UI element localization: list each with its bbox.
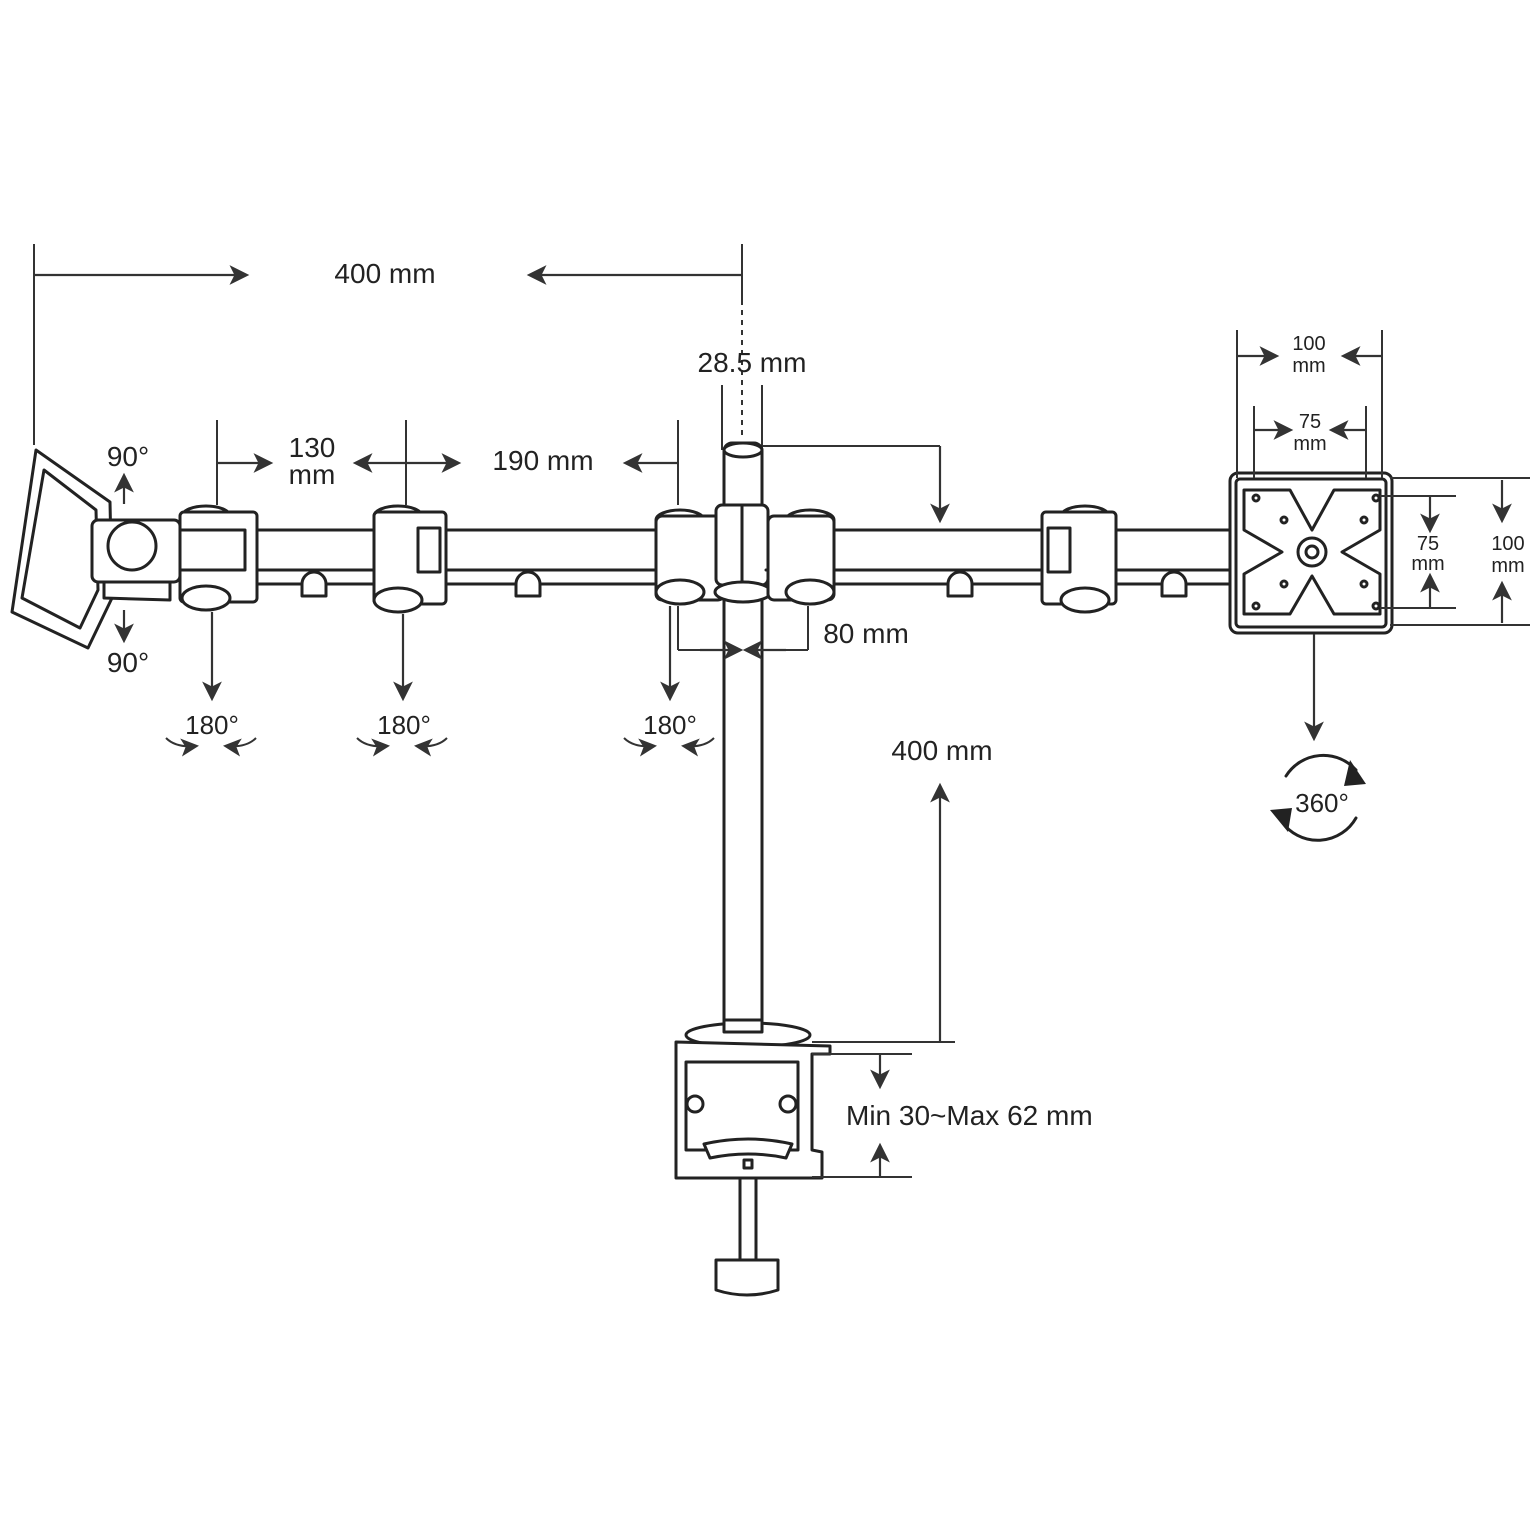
dim-arm-reach: 400 mm (33, 244, 743, 445)
swivel-2: 180° (356, 614, 448, 757)
dim-pole-height: 400 mm (812, 735, 993, 1043)
label-segment-1a: 130 (289, 432, 336, 463)
label-segment-2: 190 mm (492, 445, 593, 476)
dim-clamp-range: Min 30~Max 62 mm (812, 1053, 1093, 1178)
dim-vesa-horizontal: 100 mm 75 mm (1236, 330, 1383, 478)
label-segment-1b: mm (289, 459, 336, 490)
dim-pole-diameter: 28.5 mm (698, 300, 950, 524)
label-swivel-2: 180° (377, 710, 431, 740)
label-vesa-100-h-b: mm (1292, 355, 1325, 377)
left-vesa-plate (10, 448, 182, 650)
label-rotation: 360° (1295, 788, 1349, 818)
right-arm (764, 504, 1234, 614)
label-vesa-75-v-a: 75 (1417, 533, 1439, 555)
label-vesa-75-h-b: mm (1293, 433, 1326, 455)
label-base-width: 80 mm (823, 618, 909, 649)
label-vesa-100-v-a: 100 (1491, 533, 1524, 555)
label-pole-height: 400 mm (891, 735, 992, 766)
right-vesa-plate (1228, 471, 1394, 635)
rotation-indicator: 360° (1270, 634, 1366, 842)
swivel-3: 180° (623, 606, 715, 757)
label-arm-reach: 400 mm (334, 258, 435, 289)
label-vesa-100-h-a: 100 (1292, 333, 1325, 355)
label-vesa-75-v-b: mm (1411, 553, 1444, 575)
label-swivel-3: 180° (643, 710, 697, 740)
left-joint-3 (654, 508, 726, 606)
swivel-1: 180° (165, 612, 257, 757)
desk-clamp (674, 1018, 832, 1297)
label-tilt-up: 90° (107, 441, 149, 472)
label-vesa-100-v-b: mm (1491, 555, 1524, 577)
label-tilt-down: 90° (107, 647, 149, 678)
label-pole-diameter: 28.5 mm (698, 347, 807, 378)
left-joint-1 (173, 504, 259, 612)
dim-vesa-vertical: 75 mm 100 mm (1380, 477, 1530, 626)
dim-base-width: 80 mm (677, 606, 909, 660)
dim-segments: 130 mm 190 mm (216, 420, 679, 505)
left-joint-2 (372, 504, 448, 614)
label-clamp-range: Min 30~Max 62 mm (846, 1100, 1093, 1131)
left-arm (173, 504, 726, 614)
tilt-indicator: 90° 90° (107, 441, 149, 678)
label-vesa-75-h-a: 75 (1299, 411, 1321, 433)
label-swivel-1: 180° (185, 710, 239, 740)
pole-head (713, 503, 773, 604)
right-joint-pole (766, 508, 836, 606)
right-joint-2 (1040, 504, 1118, 614)
